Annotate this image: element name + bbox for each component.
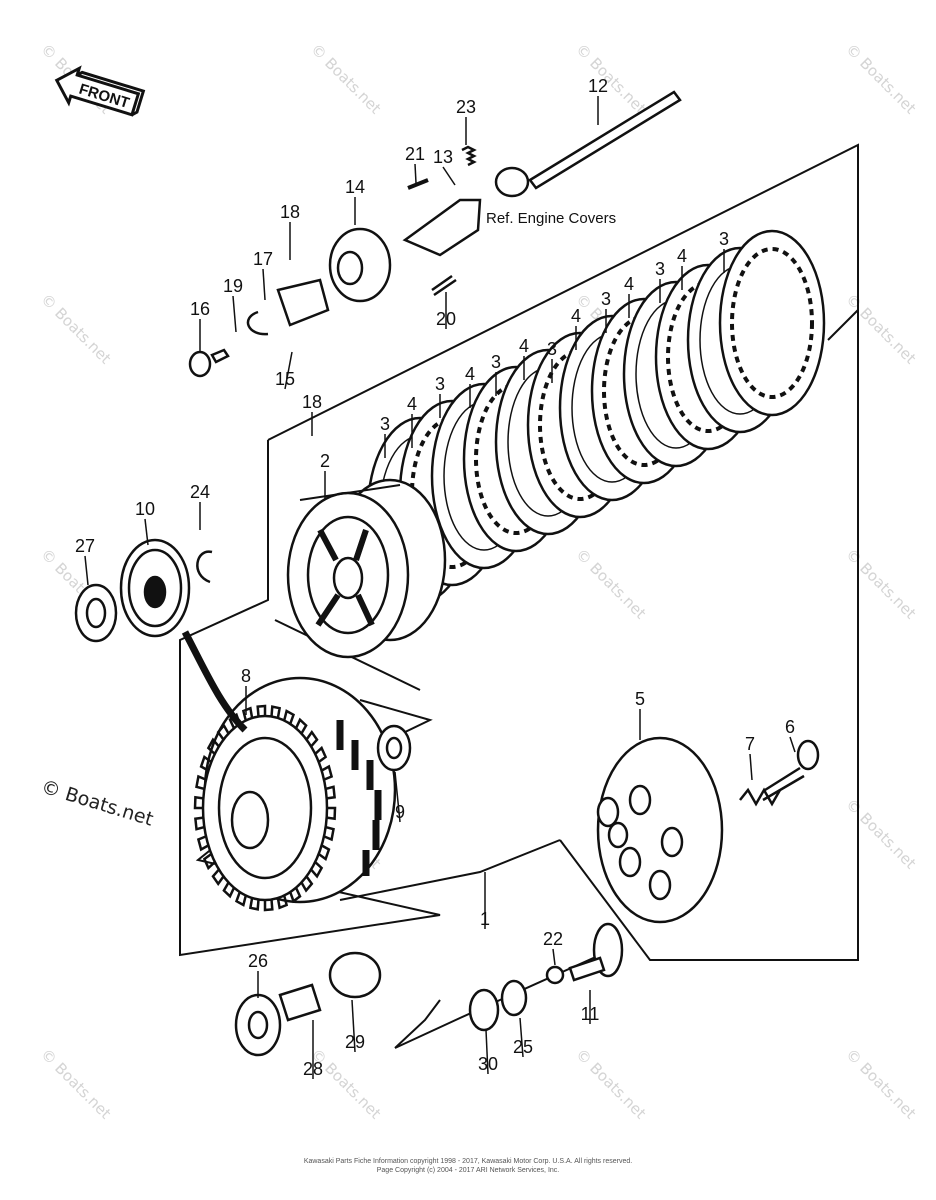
callout-7: 7 — [745, 734, 755, 754]
callout-leader — [485, 1029, 489, 1075]
callout-24: 24 — [190, 482, 210, 502]
callout-4: 4 — [407, 394, 417, 414]
callout-22: 22 — [543, 929, 563, 949]
callout-5: 5 — [635, 689, 645, 709]
callout-21: 21 — [405, 144, 425, 164]
callout-13: 13 — [433, 147, 453, 167]
callout-17: 17 — [253, 249, 273, 269]
callout-leader — [519, 1017, 524, 1058]
watermark-text: © Boats.net — [307, 40, 385, 118]
watermark-text: © Boats.net — [307, 1045, 385, 1123]
callout-layer: 1233333334444445678910111213141516171818… — [75, 76, 796, 1079]
callout-leader — [84, 555, 89, 586]
callout-10: 10 — [135, 499, 155, 519]
watermark-text: © Boats.net — [842, 290, 920, 368]
callout-4: 4 — [571, 306, 581, 326]
callout-9: 9 — [395, 802, 405, 822]
callout-26: 26 — [248, 951, 268, 971]
ref-engine-covers-note: Ref. Engine Covers — [486, 210, 616, 227]
callout-3: 3 — [435, 374, 445, 394]
callout-4: 4 — [677, 246, 687, 266]
callout-11: 11 — [581, 1004, 600, 1024]
callout-15: 15 — [275, 369, 295, 389]
clutch-housing — [193, 676, 397, 912]
callout-2: 2 — [320, 451, 330, 471]
callout-16: 16 — [190, 299, 210, 319]
callout-12: 12 — [588, 76, 608, 96]
callout-leader — [232, 295, 237, 333]
callout-23: 23 — [456, 97, 476, 117]
callout-8: 8 — [241, 666, 251, 686]
callout-30: 30 — [478, 1054, 498, 1074]
callout-leader — [144, 518, 149, 546]
callout-4: 4 — [465, 364, 475, 384]
clutch-plate — [718, 229, 826, 417]
clutch-plate-stack — [366, 229, 826, 604]
watermark-text: © Boats.net — [842, 545, 920, 623]
callout-4: 4 — [624, 274, 634, 294]
callout-leader — [262, 268, 266, 301]
sprocket — [119, 538, 191, 638]
callout-leader — [749, 753, 753, 781]
copyright-line-1: Kawasaki Parts Fiche Information copyrig… — [303, 1158, 633, 1165]
watermark-text: © Boats.net — [572, 1045, 650, 1123]
callout-3: 3 — [491, 352, 501, 372]
callout-29: 29 — [345, 1032, 365, 1052]
callout-leader — [284, 351, 293, 390]
callout-20: 20 — [436, 309, 456, 329]
callout-18: 18 — [280, 202, 300, 222]
callout-4: 4 — [519, 336, 529, 356]
callout-28: 28 — [303, 1059, 323, 1079]
watermark-text: © Boats.net — [842, 40, 920, 118]
link-arrow — [181, 630, 248, 733]
callout-leader — [351, 999, 356, 1053]
watermark-text: © Boats.net — [842, 795, 920, 873]
callout-25: 25 — [513, 1037, 533, 1057]
watermark-text: © Boats.net — [842, 1045, 920, 1123]
copyright-line-2: Page Copyright (c) 2004 - 2017 ARI Netwo… — [376, 1167, 560, 1174]
watermark-text: © Boats.net — [37, 290, 115, 368]
watermark-text: © Boats.net — [37, 1045, 115, 1123]
callout-6: 6 — [785, 717, 795, 737]
callout-leader — [414, 163, 417, 184]
callout-27: 27 — [75, 536, 95, 556]
small-parts — [74, 90, 820, 1057]
watermark-text: © Boats.net — [572, 40, 650, 118]
callout-3: 3 — [719, 229, 729, 249]
callout-leader — [552, 948, 556, 966]
callout-3: 3 — [547, 339, 557, 359]
pressure-plate — [596, 736, 724, 924]
assembly-outline — [179, 143, 859, 1049]
callout-3: 3 — [655, 259, 665, 279]
callout-leader — [394, 771, 401, 823]
watermark-text: © Boats.net — [572, 545, 650, 623]
clutch-hub — [286, 478, 447, 659]
callout-1: 1 — [480, 909, 490, 929]
callout-14: 14 — [345, 177, 365, 197]
side-watermark: © Boats.net — [39, 776, 156, 831]
callout-18: 18 — [302, 392, 322, 412]
callout-leader — [789, 736, 796, 753]
callout-19: 19 — [223, 276, 243, 296]
callout-leader — [442, 166, 456, 186]
callout-3: 3 — [601, 289, 611, 309]
callout-3: 3 — [380, 414, 390, 434]
clutch-plate-inner — [730, 247, 814, 399]
